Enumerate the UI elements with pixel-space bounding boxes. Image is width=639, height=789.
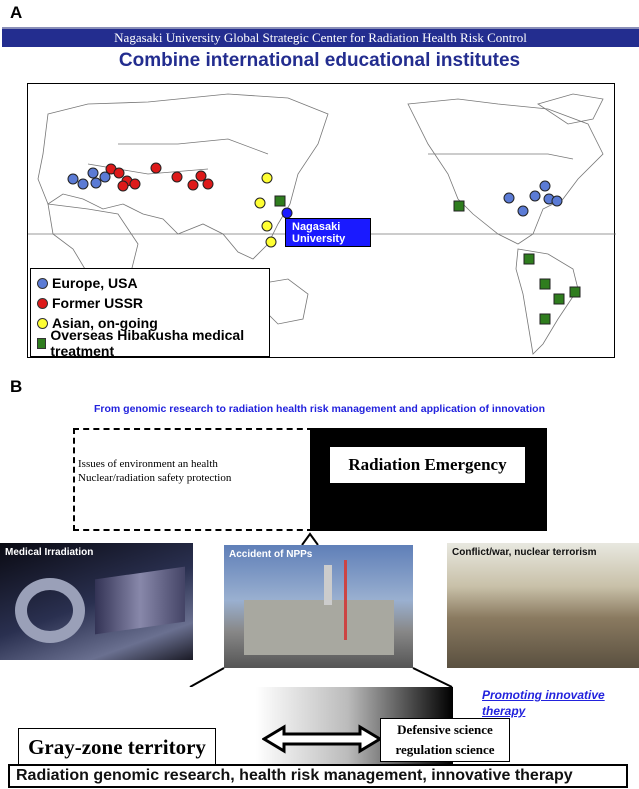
panel-b-label: B: [10, 377, 23, 396]
issues-line2: Nuclear/radiation safety protection: [78, 472, 232, 484]
defensive-science-box: Defensive science regulation science: [380, 718, 510, 762]
marker-europe-usa: [77, 178, 89, 190]
issues-line1: Issues of environment an health: [78, 458, 218, 470]
marker-europe-usa: [551, 195, 563, 207]
marker-nagasaki: [281, 207, 293, 219]
marker-ussr: [202, 178, 214, 190]
marker-ussr: [171, 171, 183, 183]
marker-hibakusha: [523, 253, 535, 265]
marker-ussr: [113, 167, 125, 179]
legend-item-europe-usa: Europe, USA: [37, 273, 263, 293]
marker-hibakusha: [274, 195, 286, 207]
nagasaki-label-line2: University: [292, 233, 346, 245]
marker-hibakusha: [569, 286, 581, 298]
marker-hibakusha: [553, 293, 565, 305]
promoting-therapy-link[interactable]: Promoting innovative therapy: [482, 687, 605, 719]
legend-item-asian: Asian, on-going: [37, 313, 263, 333]
panel-a-label: A: [10, 3, 23, 22]
panel-b-subtitle: From genomic research to radiation healt…: [94, 403, 545, 415]
marker-ussr: [150, 162, 162, 174]
panel-a-subtitle: Combine international educational instit…: [118, 50, 521, 71]
marker-europe-usa: [503, 192, 515, 204]
green-square-icon: [37, 337, 47, 349]
marker-europe-usa: [99, 171, 111, 183]
banner-title: Nagasaki University Global Strategic Cen…: [2, 27, 639, 47]
photo-conflict-war: Conflict/war, nuclear terrorism: [447, 543, 639, 668]
photo-medical-irradiation: Medical Irradiation: [0, 543, 193, 660]
yellow-circle-icon: [37, 317, 48, 329]
photo-accident-npps: Accident of NPPs: [224, 545, 413, 668]
marker-ussr: [117, 180, 129, 192]
gray-zone-box: Gray-zone territory: [18, 728, 216, 766]
promoting-line2[interactable]: therapy: [482, 704, 526, 718]
marker-asia: [254, 197, 266, 209]
marker-hibakusha: [539, 313, 551, 325]
map-legend: Europe, USA Former USSR Asian, on-going …: [30, 268, 270, 359]
photo-caption: Medical Irradiation: [5, 547, 94, 558]
marker-europe-usa: [529, 190, 541, 202]
issues-box: Issues of environment an health Nuclear/…: [73, 428, 313, 531]
marker-asia: [261, 172, 273, 184]
marker-hibakusha: [453, 200, 465, 212]
marker-ussr: [187, 179, 199, 191]
marker-ussr: [129, 178, 141, 190]
nagasaki-label-line1: Nagasaki: [292, 221, 341, 233]
marker-asia: [261, 220, 273, 232]
marker-ussr: [195, 170, 207, 182]
world-map-graphic: [28, 93, 616, 355]
photo-caption: Conflict/war, nuclear terrorism: [452, 547, 597, 558]
legend-item-former-ussr: Former USSR: [37, 293, 263, 313]
nagasaki-university-label: Nagasaki University: [285, 218, 371, 247]
marker-europe-usa: [90, 177, 102, 189]
red-circle-icon: [37, 297, 48, 309]
marker-hibakusha: [539, 278, 551, 290]
bottom-summary-box: Radiation genomic research, health risk …: [8, 764, 628, 788]
blue-circle-icon: [37, 277, 48, 289]
marker-asia: [265, 236, 277, 248]
double-arrow-icon: [262, 724, 382, 754]
map-markers: [67, 162, 581, 325]
promoting-line1[interactable]: Promoting innovative: [482, 688, 605, 702]
legend-item-hibakusha: Overseas Hibakusha medical treatment: [37, 327, 263, 359]
defensive-line2: regulation science: [395, 742, 495, 757]
connector-lines: [189, 532, 453, 688]
photo-caption: Accident of NPPs: [229, 549, 313, 560]
radiation-emergency-label: Radiation Emergency: [330, 447, 525, 483]
defensive-line1: Defensive science: [397, 722, 493, 737]
marker-europe-usa: [87, 167, 99, 179]
marker-europe-usa: [517, 205, 529, 217]
marker-europe-usa: [539, 180, 551, 192]
marker-europe-usa: [67, 173, 79, 185]
